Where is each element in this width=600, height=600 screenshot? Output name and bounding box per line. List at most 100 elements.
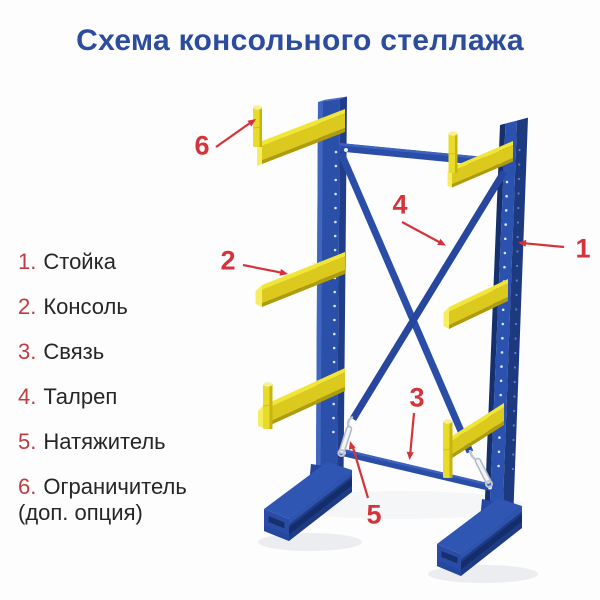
legend-number: 1.: [18, 249, 37, 274]
limiter-stub-left-top: [252, 105, 263, 147]
bolt-hole: [518, 148, 521, 152]
bolt-hole: [517, 206, 520, 210]
bolt-hole: [503, 265, 506, 269]
bolt-hole: [498, 436, 501, 439]
legend-item-6: 6.Ограничитель (доп. опция): [18, 474, 233, 526]
callout-arrows: [215, 119, 565, 499]
bolt-hole: [516, 264, 519, 268]
bolt-hole: [513, 409, 516, 413]
bolt-hole: [334, 192, 337, 196]
cantilever-arm-right-middle: [443, 279, 508, 329]
bolt-hole: [513, 366, 517, 369]
bolt-hole: [333, 332, 336, 336]
bolt-hole: [516, 221, 520, 224]
callout-arrow-5: [348, 441, 370, 499]
bolt-hole: [515, 279, 518, 282]
bolt-hole: [333, 234, 337, 238]
bolt-hole: [511, 467, 514, 471]
callout-number-3: 3: [409, 382, 425, 413]
bolt-hole: [515, 308, 518, 311]
bottom-brace: [340, 448, 492, 492]
bolt-hole: [501, 308, 505, 312]
bolt-hole: [514, 337, 517, 340]
bolt-hole: [334, 164, 338, 168]
legend: 1.Стойка 2.Консоль 3.Связь 4.Талреп 5.На…: [18, 249, 233, 526]
bolt-hole: [497, 464, 500, 468]
callout-arrow-1: [518, 239, 565, 249]
bolt-hole: [512, 453, 515, 456]
legend-item-2: 2.Консоль: [18, 294, 233, 320]
bolt-hole: [505, 194, 508, 198]
bolt-hole: [505, 180, 509, 184]
limiter-stub-left-bottom: [262, 382, 273, 429]
right-post-holes-front: [497, 180, 509, 468]
bolt-hole: [332, 416, 335, 420]
bolt-hole: [501, 336, 504, 340]
legend-label: Талреп: [43, 384, 118, 409]
bolt-hole: [499, 393, 503, 397]
callout-number-6: 6: [194, 130, 210, 161]
callout-number-5: 5: [366, 499, 382, 530]
callout-arrow-6: [215, 119, 256, 148]
bolt-hole: [504, 209, 508, 212]
bolt-hole: [503, 251, 507, 255]
callout-arrow-3: [406, 412, 416, 460]
bolt-hole: [332, 402, 336, 406]
bolt-hole: [334, 178, 338, 182]
bolt-hole: [499, 379, 503, 383]
bolt-hole: [501, 322, 505, 326]
right-post-holes-side: [511, 148, 521, 471]
bolt-hole: [516, 250, 519, 253]
callout-number-1: 1: [575, 233, 591, 264]
limiter-stub-right-bottom: [442, 419, 453, 478]
bolt-hole: [334, 220, 337, 224]
bolt-hole: [517, 177, 521, 181]
legend-item-1: 1.Стойка: [18, 249, 233, 275]
legend-label: Ограничитель (доп. опция): [18, 474, 187, 525]
limiter-stub-right-top: [448, 131, 458, 173]
bolt-hole: [504, 237, 507, 241]
bolt-hole: [512, 424, 515, 427]
bolt-hole: [332, 430, 335, 434]
base-foot-right: [437, 498, 522, 576]
cantilever-arm-left-bottom: [258, 368, 345, 428]
bolt-hole: [514, 322, 518, 326]
legend-number: 4.: [18, 384, 37, 409]
callout-arrow-2: [242, 263, 288, 276]
page-title: Схема консольного стеллажа: [76, 24, 524, 57]
cantilever-arm-right-top: [447, 141, 513, 188]
bolt-hole: [517, 192, 520, 195]
legend-item-4: 4.Талреп: [18, 384, 233, 410]
bolt-hole: [333, 290, 337, 294]
bolt-hole: [515, 293, 518, 297]
diagonal-brace-right-to-left: [350, 170, 507, 421]
bolt-hole: [514, 351, 517, 355]
bolt-hole: [513, 380, 516, 384]
bolt-hole: [333, 248, 337, 252]
bolt-hole: [334, 150, 338, 154]
legend-label: Натяжитель: [43, 429, 166, 454]
bolt-hole: [332, 360, 336, 364]
bolt-hole: [516, 235, 519, 239]
bolt-hole: [500, 351, 504, 354]
legend-label: Связь: [43, 339, 105, 364]
bolt-hole: [332, 346, 336, 350]
bolt-hole: [333, 318, 336, 322]
cantilever-arm-left-middle: [255, 252, 345, 307]
legend-item-3: 3.Связь: [18, 339, 233, 365]
turnbuckle-right: [468, 449, 493, 488]
bolt-hole: [504, 223, 508, 226]
base-foot-left: [264, 462, 352, 541]
right-upright: [484, 117, 528, 522]
bolt-hole: [513, 395, 516, 398]
legend-number: 3.: [18, 339, 37, 364]
bolt-hole: [500, 365, 503, 368]
callout-arrow-4: [401, 221, 446, 246]
bolt-hole: [512, 438, 515, 442]
cantilever-arm-left-top: [257, 109, 345, 166]
legend-number: 2.: [18, 294, 37, 319]
diagonal-brace-left-to-right: [337, 151, 474, 454]
legend-number: 5.: [18, 429, 37, 454]
